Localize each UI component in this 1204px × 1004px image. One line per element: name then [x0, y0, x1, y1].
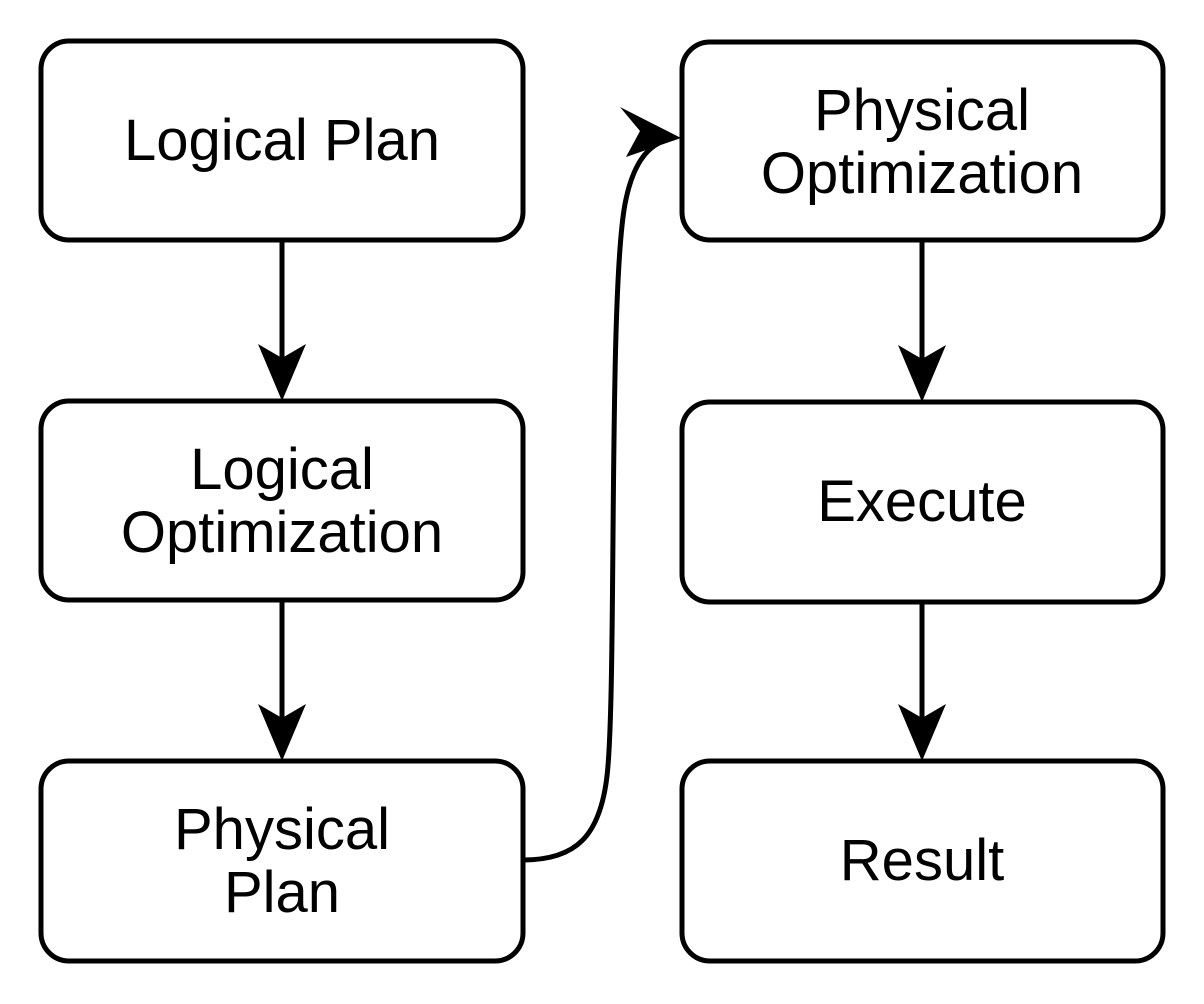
arrow-head-icon	[258, 344, 306, 401]
node-label-line: Physical	[174, 797, 390, 862]
node-label-line: Logical	[190, 437, 374, 502]
edge-physical-optimization-to-execute	[898, 240, 946, 402]
node-box[interactable]	[38, 38, 526, 243]
node-label-line: Logical Plan	[124, 108, 440, 173]
arrow-head-icon	[258, 704, 306, 761]
node-logical-optimization[interactable]: Logical Optimization	[38, 398, 526, 603]
node-label-line: Optimization	[121, 500, 443, 565]
edge-layer	[258, 107, 946, 863]
node-label-line: Execute	[817, 469, 1027, 534]
node-layer: Logical Plan Logical Optimization Physic…	[38, 38, 1166, 964]
edge-execute-to-result	[898, 602, 946, 761]
node-box[interactable]	[679, 399, 1166, 605]
node-label-line: Physical	[814, 78, 1030, 143]
edge-logical-plan-to-logical-optimization	[258, 240, 306, 401]
node-box[interactable]	[679, 758, 1166, 964]
node-logical-plan[interactable]: Logical Plan	[38, 38, 526, 243]
edge-line-curved	[522, 140, 661, 863]
node-box[interactable]	[679, 39, 1166, 243]
node-label-line: Optimization	[761, 141, 1083, 206]
arrow-head-icon	[898, 345, 946, 402]
edge-logical-optimization-to-physical-plan	[258, 600, 306, 761]
node-physical-optimization[interactable]: Physical Optimization	[679, 39, 1166, 243]
node-label-line: Result	[840, 828, 1004, 893]
edge-physical-plan-to-physical-optimization	[522, 107, 681, 863]
node-box[interactable]	[38, 758, 526, 964]
node-execute[interactable]: Execute	[679, 399, 1166, 605]
node-physical-plan[interactable]: Physical Plan	[38, 758, 526, 964]
node-result[interactable]: Result	[679, 758, 1166, 964]
arrow-head-icon	[898, 704, 946, 761]
node-box[interactable]	[38, 398, 526, 603]
node-label-line: Plan	[224, 860, 340, 925]
arrow-head-icon	[620, 107, 681, 157]
